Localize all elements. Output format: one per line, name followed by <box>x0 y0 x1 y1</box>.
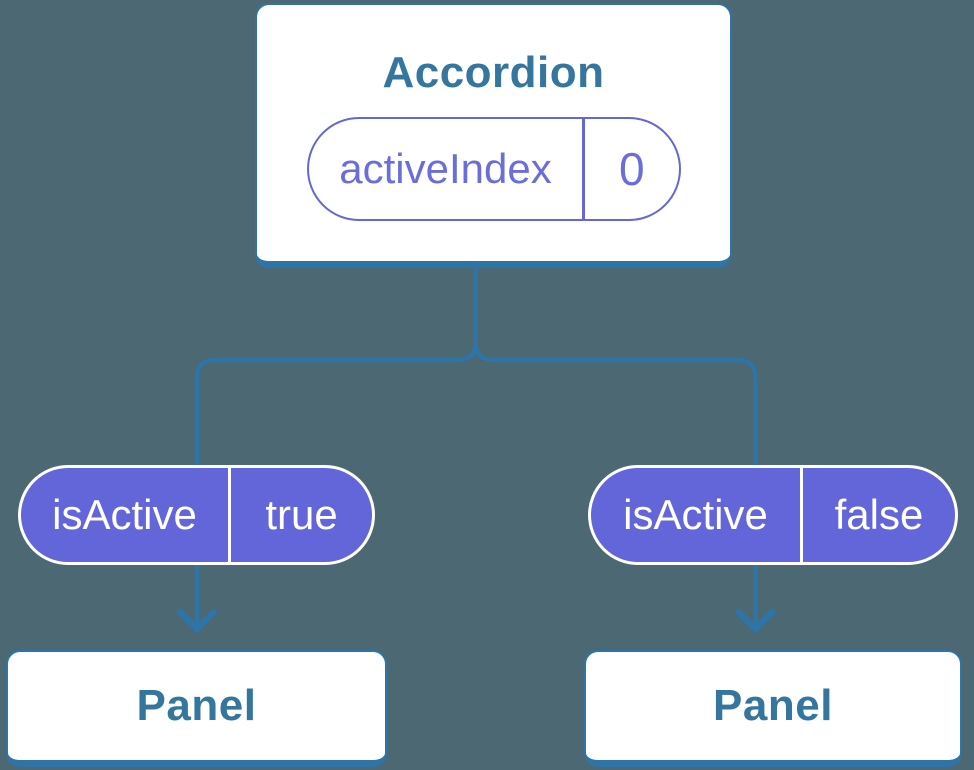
prop-name-label: isActive <box>52 491 197 538</box>
prop-value-label: true <box>265 491 338 538</box>
state-pill: activeIndex 0 <box>307 117 681 221</box>
state-pill-divider <box>582 119 585 219</box>
connector-root-to-left-pill <box>194 264 478 467</box>
prop-pill-divider <box>228 468 231 562</box>
arrowhead-left-icon <box>176 608 218 634</box>
prop-pill-divider <box>800 468 803 562</box>
prop-value-label: false <box>834 491 924 538</box>
prop-pill-right: isActive false <box>588 465 958 565</box>
panel-node-right: Panel <box>584 650 962 767</box>
accordion-node: Accordion activeIndex 0 <box>255 3 732 268</box>
state-name-label: activeIndex <box>339 145 552 192</box>
connector-root-to-right-pill <box>473 264 758 467</box>
state-value-label: 0 <box>618 143 645 195</box>
arrowhead-right-icon <box>735 608 776 634</box>
panel-node-left: Panel <box>6 650 387 767</box>
accordion-node-title: Accordion <box>382 48 605 97</box>
prop-name-label: isActive <box>623 491 768 538</box>
prop-pill-left: isActive true <box>18 465 375 565</box>
